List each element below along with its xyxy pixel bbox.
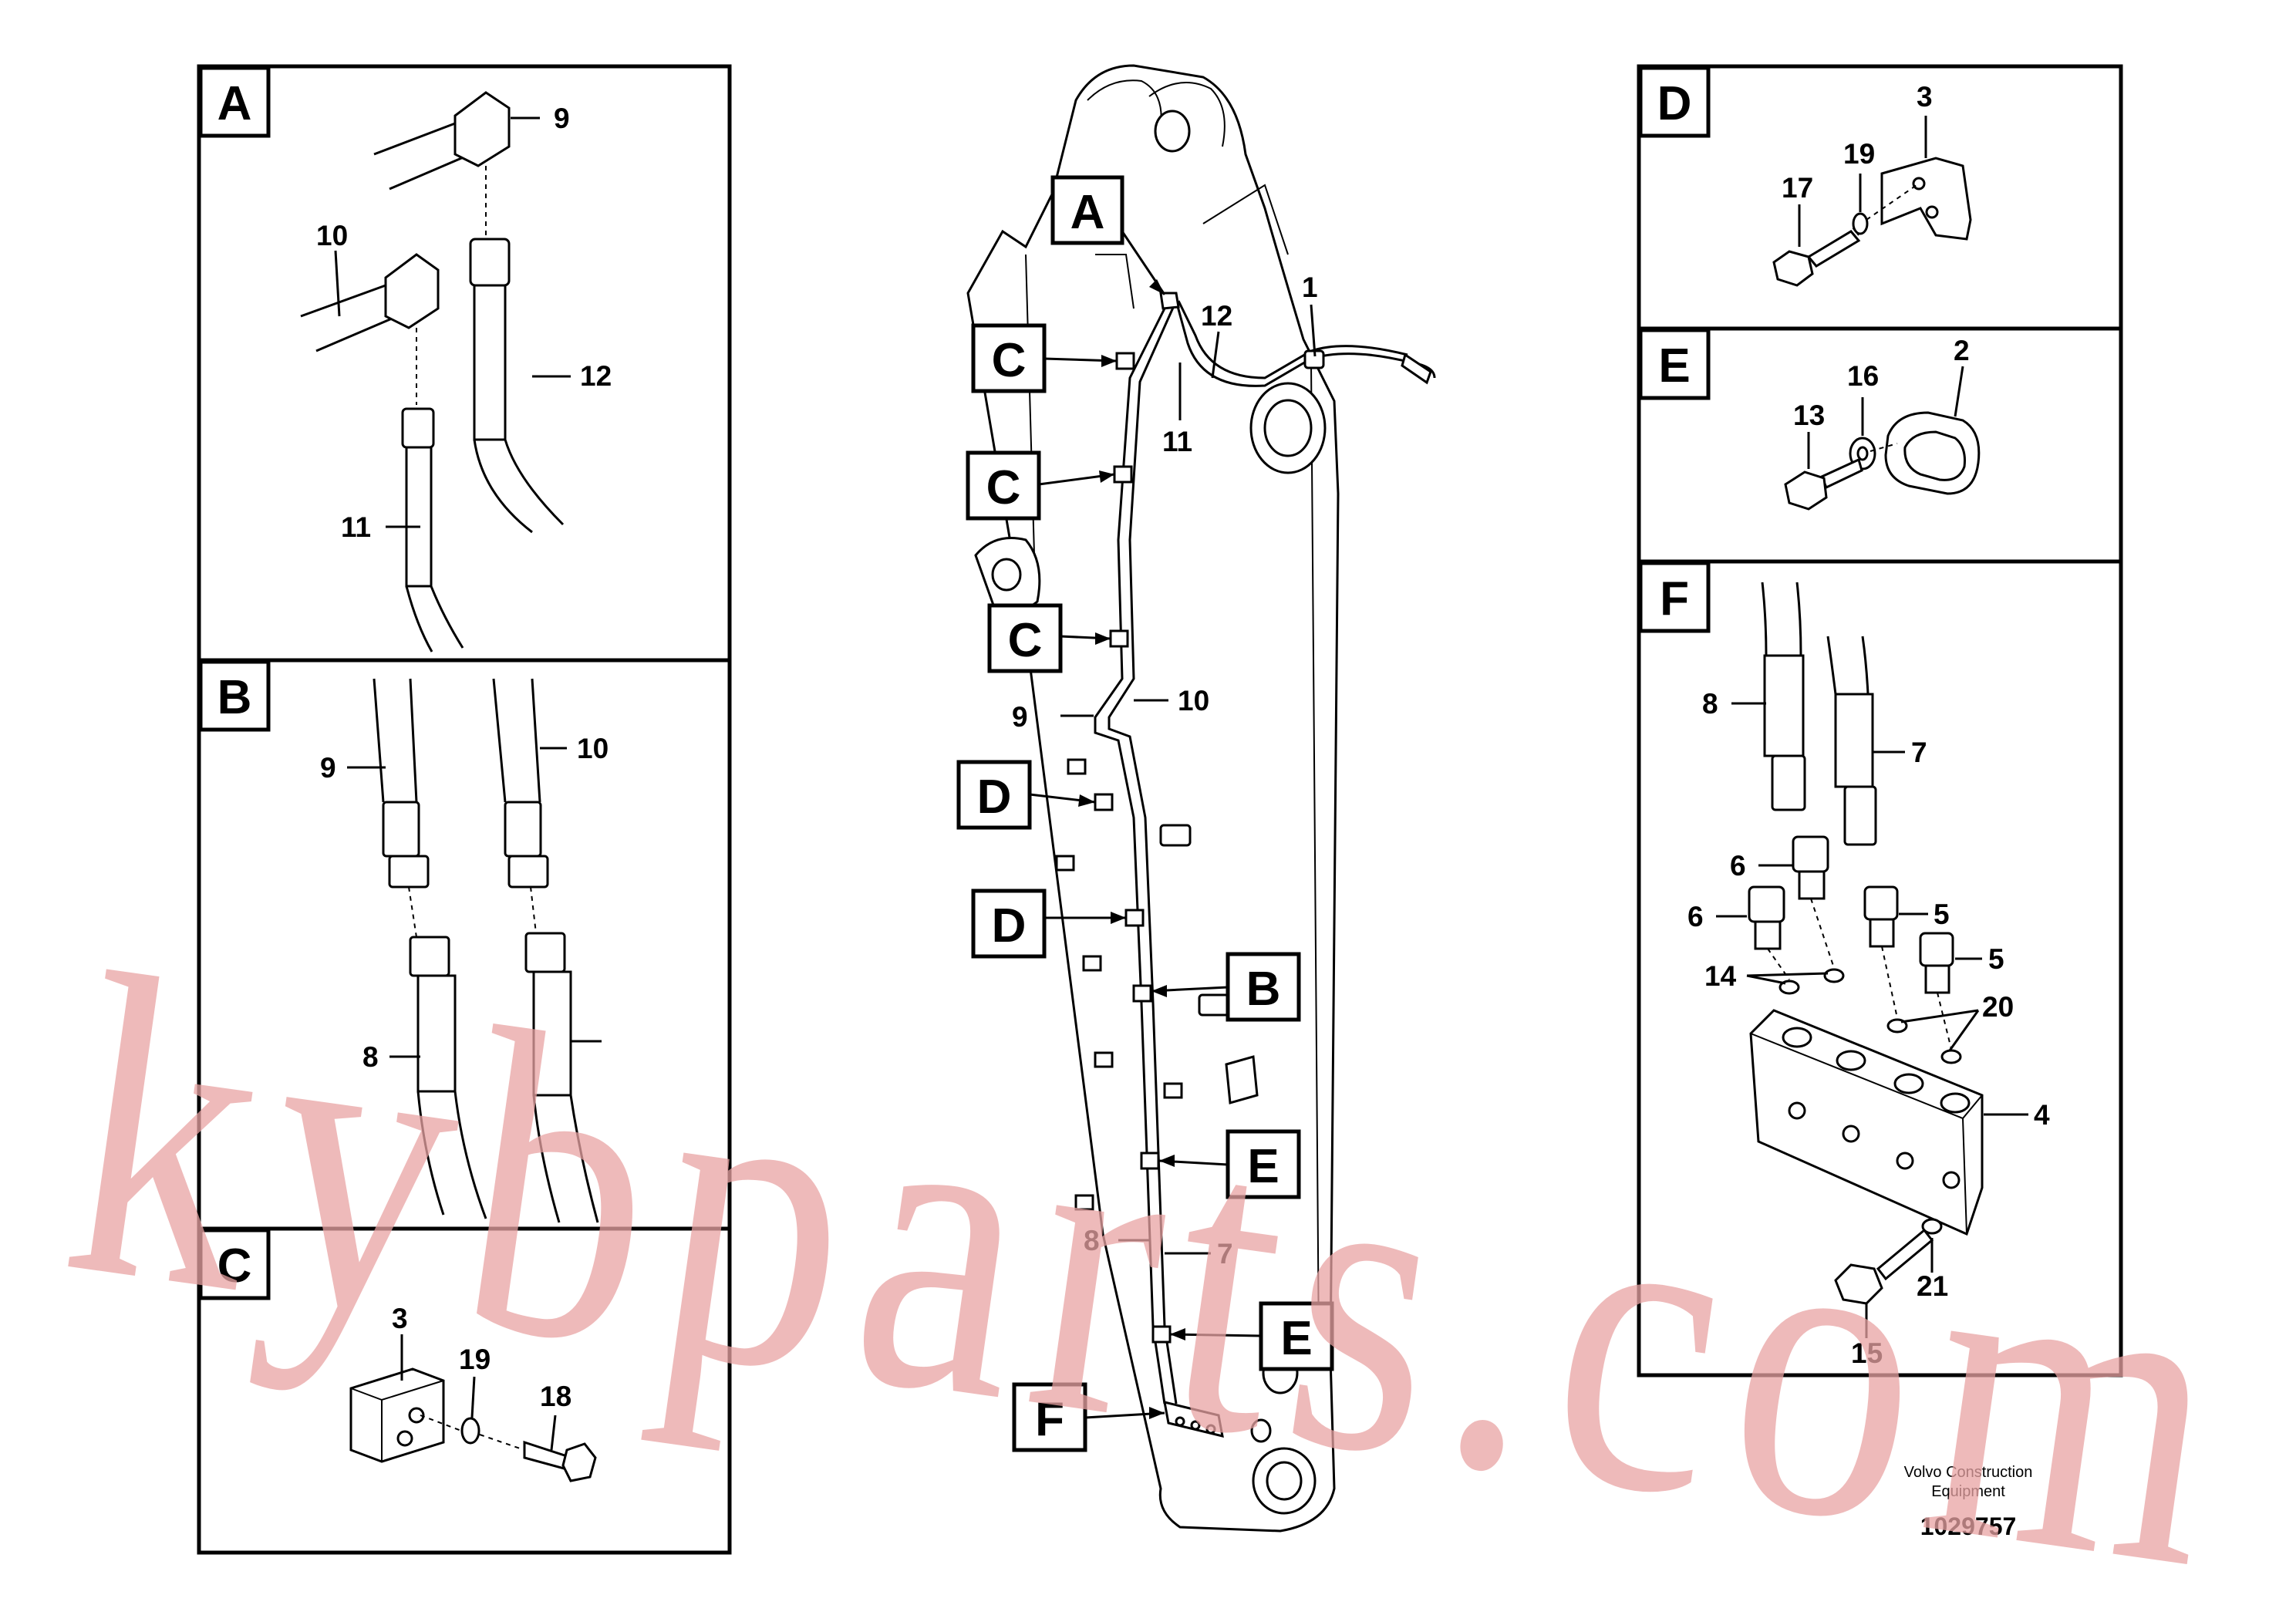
panel-e: E 2 16 13	[1638, 328, 1981, 511]
panel-f-label-8: 8	[1702, 688, 1718, 720]
panel-f-label-4: 4	[2034, 1099, 2050, 1131]
panel-b-label-8: 8	[362, 1041, 379, 1073]
panel-a-label-10: 10	[316, 220, 348, 251]
panel-a-letter: A	[217, 77, 252, 130]
panel-d-label-3: 3	[1917, 81, 1933, 113]
callout-e-1: E	[1247, 1140, 1279, 1193]
panel-a-label-12: 12	[580, 360, 612, 392]
callout-d-1: D	[977, 771, 1012, 824]
main-label-12: 12	[1201, 300, 1232, 332]
panel-e-label-16: 16	[1847, 360, 1879, 392]
main-label-10: 10	[1178, 685, 1209, 717]
footer-brand-line1: Volvo Construction	[1904, 1464, 2033, 1481]
panel-c: C 3 19 18	[198, 1228, 597, 1482]
panel-b-letter: B	[217, 671, 252, 724]
callout-e-2: E	[1280, 1312, 1312, 1365]
panel-f-label-5a: 5	[1934, 899, 1950, 930]
footer-brand-line2: Equipment	[1931, 1483, 2005, 1500]
panel-d-letter: D	[1657, 77, 1692, 130]
panel-f-label-20: 20	[1982, 991, 2014, 1023]
panel-e-letter: E	[1658, 339, 1690, 393]
right-panel-stack	[1637, 64, 2123, 1378]
callout-f: F	[1035, 1393, 1064, 1446]
panel-d-label-17: 17	[1782, 172, 1813, 204]
panel-a-label-11: 11	[341, 511, 371, 543]
panel-f: F	[1638, 561, 2050, 1369]
panel-f-label-15: 15	[1851, 1337, 1883, 1369]
panel-f-label-14: 14	[1704, 960, 1737, 992]
main-label-9: 9	[1012, 701, 1028, 733]
callout-c-1: C	[992, 334, 1027, 387]
callout-c-3: C	[1008, 614, 1043, 667]
main-callouts: A C C C D D B E	[956, 175, 1334, 1452]
callout-c-2: C	[986, 461, 1021, 514]
drawing-footer: Volvo Construction Equipment 1029757	[1904, 1464, 2033, 1540]
panel-c-label-19: 19	[459, 1344, 491, 1375]
panel-f-label-7: 7	[1911, 737, 1927, 768]
panel-a: A 9 10 12 11	[198, 66, 612, 653]
panel-f-letter: F	[1660, 572, 1689, 626]
panel-c-label-18: 18	[540, 1381, 571, 1412]
panel-f-label-6b: 6	[1687, 901, 1704, 932]
main-labels: 1 12 11 9 10 8 7	[1012, 271, 1318, 1270]
panel-d-label-19: 19	[1843, 138, 1875, 170]
panel-a-label-9: 9	[554, 103, 570, 134]
panel-b-label-9: 9	[320, 752, 336, 784]
panel-f-label-6a: 6	[1730, 850, 1746, 882]
panel-b-label-10: 10	[577, 733, 609, 764]
panel-e-label-13: 13	[1793, 400, 1825, 431]
panel-d: D 3 19 17	[1638, 66, 1972, 287]
panel-c-letter: C	[217, 1239, 252, 1293]
callout-b: B	[1246, 963, 1281, 1016]
panel-f-label-21: 21	[1917, 1270, 1948, 1302]
main-label-8: 8	[1084, 1225, 1100, 1256]
panel-b: B 9 10 8	[198, 659, 609, 1223]
main-label-7: 7	[1217, 1238, 1233, 1270]
left-panel-stack	[197, 64, 732, 1555]
hose-run	[1094, 292, 1436, 1438]
panel-e-label-2: 2	[1954, 335, 1970, 366]
main-label-1: 1	[1302, 271, 1318, 303]
main-label-11: 11	[1162, 426, 1192, 457]
callout-d-2: D	[992, 899, 1027, 953]
panel-f-label-5b: 5	[1988, 943, 2004, 975]
panel-c-label-3: 3	[392, 1303, 408, 1334]
callout-a: A	[1070, 186, 1105, 239]
drawing-id: 1029757	[1920, 1512, 2017, 1540]
